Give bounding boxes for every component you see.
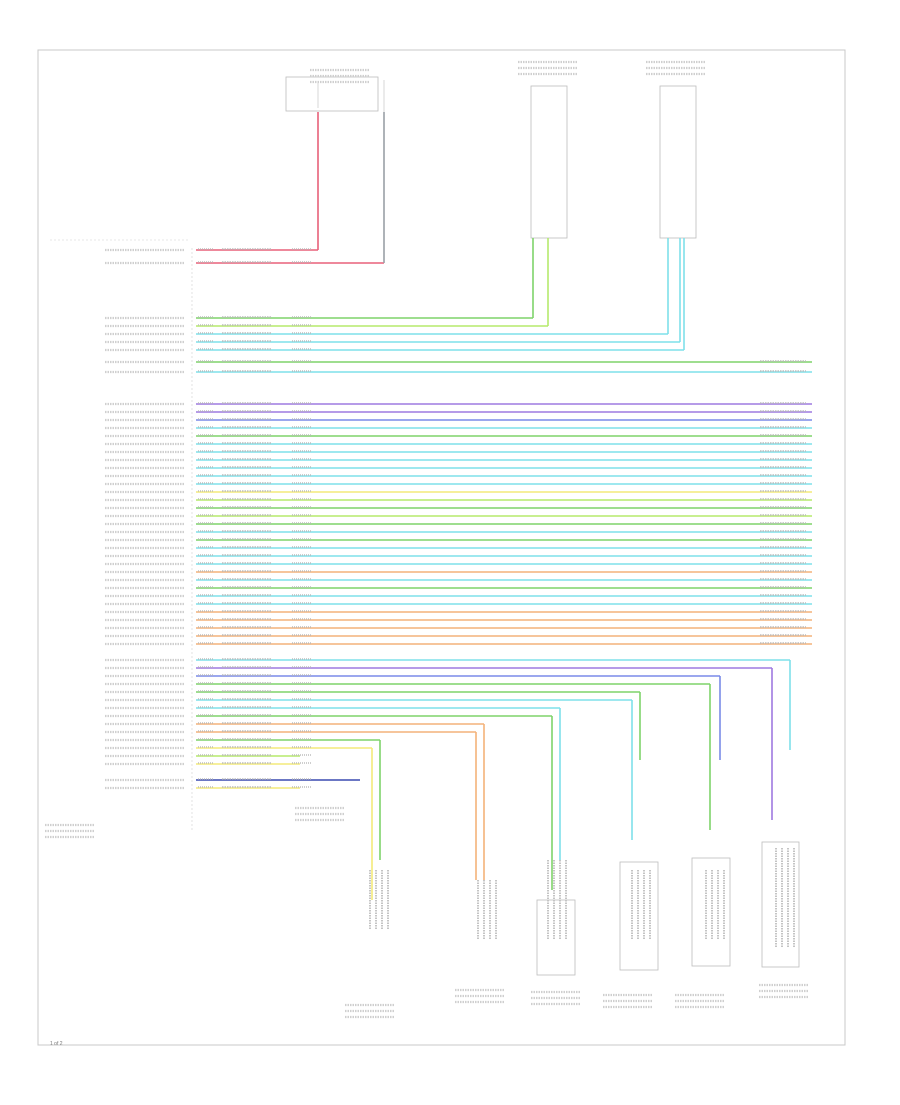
diagram-border [37,49,846,1046]
wire-labels [105,248,806,790]
top-connector-left [530,85,568,239]
bottom-box-center-right [619,861,659,971]
top-fuse-block [285,76,385,112]
wire-harness [196,249,812,789]
top-connector-right [659,85,697,239]
page-label: 1 of 2 [50,1041,63,1047]
vertical-wire-runs [317,112,791,900]
bottom-box-center [536,899,576,976]
bottom-box-right [761,841,800,968]
bottom-components [536,841,800,976]
left-module-outline [50,239,193,830]
bottom-component-texts [45,60,809,1019]
bottom-box-mid [691,857,731,967]
